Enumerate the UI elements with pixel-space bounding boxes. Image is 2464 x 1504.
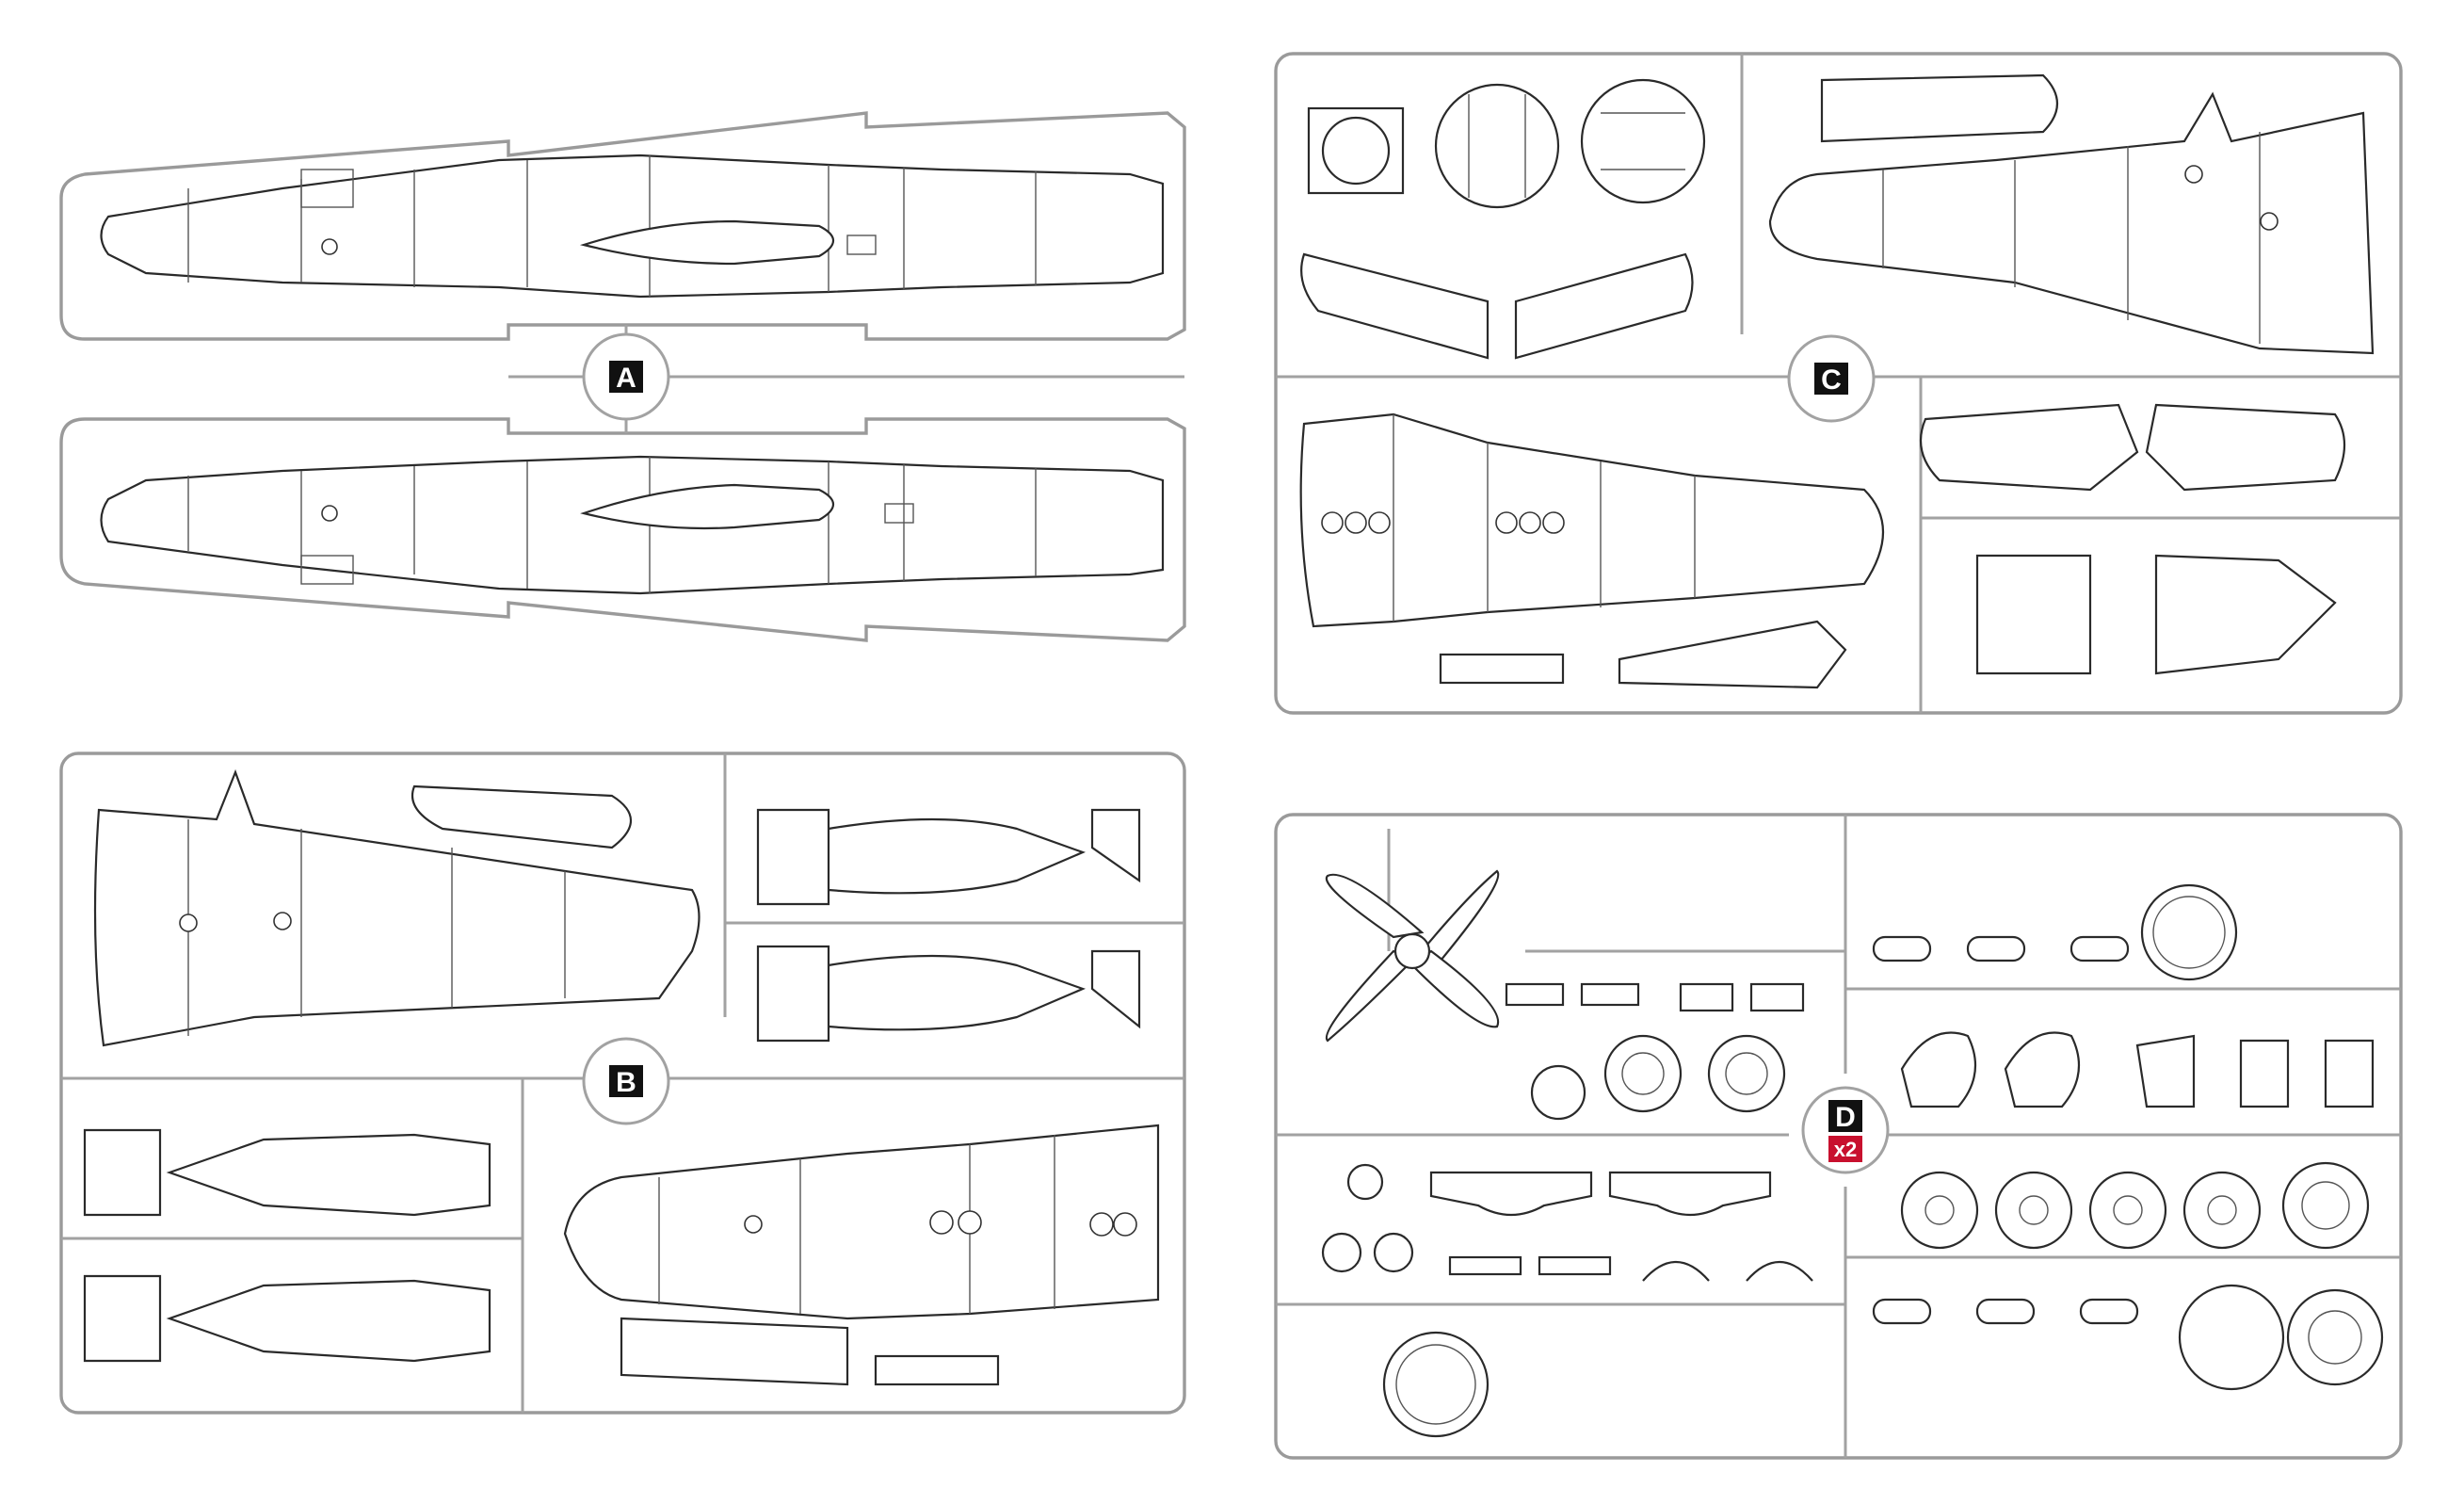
cowl-flap-d-2 bbox=[2004, 1031, 2081, 1108]
engine-d-large-1 bbox=[2178, 1284, 2285, 1391]
canopy-d-1 bbox=[1429, 1171, 1593, 1216]
elevator-c-right bbox=[2145, 403, 2345, 492]
sprue-a: A bbox=[59, 111, 1186, 642]
gear-wheel-d-1 bbox=[1346, 1163, 1384, 1201]
sprue-a-frame-lower bbox=[59, 417, 1186, 642]
tank-d-4 bbox=[1872, 1298, 1932, 1325]
cowl-flap-d-1 bbox=[1900, 1031, 1977, 1108]
engine-d-large-2 bbox=[2286, 1288, 2384, 1386]
strip-d-2 bbox=[1538, 1255, 1612, 1276]
cowl-ring-d bbox=[2140, 883, 2238, 981]
panel-d-3 bbox=[2324, 1039, 2375, 1108]
ring-d bbox=[1382, 1331, 1490, 1438]
sprue-d-multiplier-badge bbox=[1828, 1136, 1862, 1162]
strip-b bbox=[874, 1354, 1000, 1386]
fuselage-half-lower bbox=[100, 455, 1165, 595]
radial-engines-d bbox=[1900, 1161, 2370, 1250]
sprue-a-badge bbox=[609, 361, 643, 393]
nose-cone-c bbox=[2154, 554, 2337, 675]
sprue-c-letter: C bbox=[1821, 364, 1842, 396]
panel-d-1 bbox=[2135, 1034, 2196, 1108]
sprue-c-badge bbox=[1814, 363, 1848, 395]
part-c-1-ring bbox=[1321, 116, 1391, 186]
small-part-d-2 bbox=[1580, 982, 1640, 1007]
wheel-d-2 bbox=[1603, 1034, 1683, 1113]
aileron-c bbox=[1618, 620, 1847, 689]
sprue-b: B bbox=[59, 752, 1186, 1415]
sprue-a-letter: A bbox=[616, 363, 636, 394]
small-part-d-1 bbox=[1505, 982, 1565, 1007]
part-c-2 bbox=[1434, 83, 1560, 209]
fuselage-half-upper bbox=[100, 154, 1165, 299]
sprue-d-multiplier: x2 bbox=[1834, 1138, 1857, 1161]
sprue-d-badge bbox=[1828, 1100, 1862, 1132]
canopy-rail-lower bbox=[580, 483, 835, 530]
sprue-c-frame bbox=[1274, 52, 2403, 715]
wing-b bbox=[563, 1124, 1160, 1320]
sprue-b-badge bbox=[609, 1065, 643, 1097]
exhaust-b-2 bbox=[1090, 949, 1141, 1029]
wheel-d-3 bbox=[1707, 1034, 1786, 1113]
flap-c-right bbox=[1514, 252, 1694, 360]
tank-d-5 bbox=[1975, 1298, 2036, 1325]
nacelle-b-left-2 bbox=[83, 1274, 491, 1363]
elevator-c-left bbox=[1919, 403, 2139, 492]
gear-bay-c bbox=[1975, 554, 2092, 675]
gear-wheel-d-2 bbox=[1321, 1232, 1362, 1273]
exhaust-b-1 bbox=[1090, 808, 1141, 883]
small-part-d-4 bbox=[1749, 982, 1805, 1012]
strip-c bbox=[1439, 653, 1565, 685]
sprue-b-letter: B bbox=[616, 1067, 636, 1098]
arc-d-1 bbox=[1642, 1260, 1710, 1282]
canopy-d-2 bbox=[1608, 1171, 1772, 1216]
strip-d-1 bbox=[1448, 1255, 1522, 1276]
wheel-d-1 bbox=[1530, 1064, 1586, 1121]
tank-d-2 bbox=[1966, 935, 2026, 962]
sprue-a-frame bbox=[59, 111, 1186, 341]
tail-surface-b bbox=[93, 768, 701, 1047]
tail-surface-c bbox=[1768, 91, 2375, 355]
aileron-b bbox=[620, 1317, 849, 1386]
arc-d-2 bbox=[1746, 1260, 1813, 1282]
gear-wheel-d-3 bbox=[1373, 1232, 1414, 1273]
sprue-c: C bbox=[1274, 52, 2403, 715]
nacelle-b-upper bbox=[756, 808, 1087, 906]
sprue-d-letter: D bbox=[1835, 1102, 1856, 1133]
panel-d-2 bbox=[2239, 1039, 2290, 1108]
tank-d-1 bbox=[1872, 935, 1932, 962]
tank-d-3 bbox=[2069, 935, 2130, 962]
canopy-rail-upper bbox=[579, 219, 835, 266]
sprue-b-frame bbox=[59, 752, 1186, 1415]
nacelle-b-lower bbox=[756, 945, 1087, 1043]
part-c-3 bbox=[1580, 78, 1706, 204]
propeller-d bbox=[1325, 869, 1500, 1043]
nacelle-b-left-1 bbox=[83, 1128, 491, 1217]
sprue-d: D x2 bbox=[1274, 813, 2403, 1460]
elevator-c bbox=[1820, 73, 2058, 143]
flap-b bbox=[411, 784, 633, 849]
small-part-d-3 bbox=[1679, 982, 1734, 1012]
tank-d-6 bbox=[2079, 1298, 2139, 1325]
flap-c-left bbox=[1300, 252, 1490, 360]
